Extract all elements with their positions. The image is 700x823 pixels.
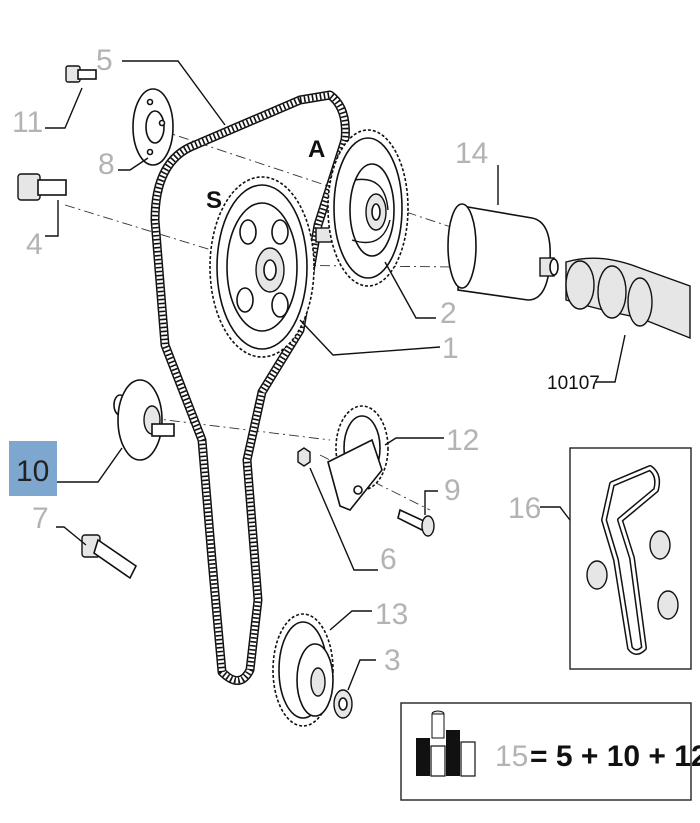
- camshaft: [565, 257, 691, 340]
- timing-belt: [150, 90, 350, 685]
- kit-number: 15: [495, 740, 528, 773]
- camshaft-pulley-s: [209, 176, 315, 358]
- callout-1: 1: [442, 332, 459, 365]
- small-screw: [65, 65, 97, 83]
- belt-kit-inset: [569, 447, 692, 670]
- tensioner-roller: [113, 379, 175, 461]
- kit-logo: [416, 710, 476, 777]
- callout-7: 7: [32, 502, 49, 535]
- kit-composition-box: 15 = 5 + 10 + 12: [400, 702, 700, 801]
- callout-numbers: 5 11 8 4 14 2 1 12 9 7 6 13 3 16: [12, 44, 541, 677]
- mounting-stud: [81, 534, 138, 580]
- callout-4: 4: [26, 228, 43, 261]
- pulley-flange: [132, 88, 174, 166]
- callout-2: 2: [440, 297, 457, 330]
- hex-nut: [297, 447, 311, 467]
- pulley-label-s: S: [206, 187, 222, 214]
- callout-6: 6: [380, 543, 397, 576]
- camshaft-pulley-a: [315, 129, 409, 287]
- callout-10: 10: [16, 455, 49, 488]
- pulley-label-a: A: [308, 136, 325, 163]
- callout-8: 8: [98, 148, 115, 181]
- callout-16: 16: [508, 492, 541, 525]
- callout-5: 5: [96, 44, 113, 77]
- callout-14: 14: [455, 137, 488, 170]
- selected-callout-10[interactable]: 10: [9, 441, 57, 496]
- tensioner-screw: [397, 508, 435, 537]
- crankshaft-pulley: [272, 613, 334, 727]
- cam-phaser-unit: [447, 203, 559, 301]
- callout-3: 3: [384, 644, 401, 677]
- belt-tensioner: [327, 405, 389, 511]
- callout-12: 12: [446, 424, 479, 457]
- callout-13: 13: [375, 598, 408, 631]
- callout-9: 9: [444, 474, 461, 507]
- callout-11: 11: [12, 106, 43, 139]
- pulley-bolt: [17, 173, 67, 201]
- kit-formula: = 5 + 10 + 12: [530, 740, 700, 773]
- washer: [333, 689, 353, 719]
- leader-lines: [45, 60, 626, 691]
- camshaft-reference: 10107: [547, 373, 600, 394]
